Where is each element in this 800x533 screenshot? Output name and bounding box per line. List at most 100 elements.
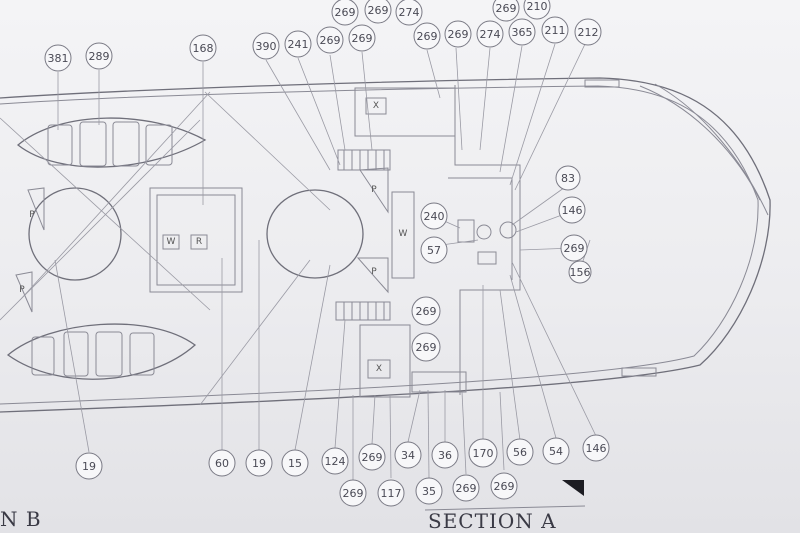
callout-c269a: 269 xyxy=(316,26,344,54)
callout-c211: 211 xyxy=(541,16,569,44)
callout-c269m: 269 xyxy=(452,474,480,502)
callout-circle xyxy=(523,0,551,20)
callout-c269c: 269 xyxy=(331,0,359,26)
callout-number: 212 xyxy=(578,26,599,39)
door-markers: P P P P xyxy=(15,167,389,313)
callout-c269j: 269 xyxy=(411,332,441,362)
callout-circle xyxy=(506,438,534,466)
callout-c56: 56 xyxy=(506,438,534,466)
callout-circle xyxy=(444,20,472,48)
callout-number: 210 xyxy=(527,0,548,13)
callout-circle xyxy=(468,438,498,468)
callout-number: 269 xyxy=(564,242,585,255)
callout-circle xyxy=(208,449,236,477)
door-p-1: P xyxy=(29,210,35,220)
callout-number: 269 xyxy=(343,487,364,500)
callout-c269g: 269 xyxy=(492,0,520,22)
callout-number: 168 xyxy=(193,42,214,55)
callout-c156: 156 xyxy=(568,260,592,284)
callout-number: 269 xyxy=(320,34,341,47)
callout-circle xyxy=(492,0,520,22)
callout-c15: 15 xyxy=(281,449,309,477)
callout-number: 269 xyxy=(362,451,383,464)
callout-c269n: 269 xyxy=(490,472,518,500)
callout-c60: 60 xyxy=(208,449,236,477)
callout-number: 156 xyxy=(570,266,591,279)
callout-circle xyxy=(364,0,392,24)
callout-circle xyxy=(411,296,441,326)
callout-c269f: 269 xyxy=(444,20,472,48)
callout-circle xyxy=(281,449,309,477)
callout-circle xyxy=(560,234,588,262)
callout-c36: 36 xyxy=(431,441,459,469)
section-b-label: N B xyxy=(0,507,42,531)
callout-number: 15 xyxy=(288,457,302,470)
door-p-2: P xyxy=(19,285,25,295)
callout-c19b: 19 xyxy=(245,449,273,477)
leader-lines xyxy=(54,41,597,480)
callout-c241: 241 xyxy=(284,30,312,58)
callout-c269d: 269 xyxy=(364,0,392,24)
callout-circle xyxy=(415,477,443,505)
callout-c146a: 146 xyxy=(558,196,586,224)
callout-c57: 57 xyxy=(420,236,448,264)
callout-circle xyxy=(394,441,422,469)
callout-c124: 124 xyxy=(321,447,349,475)
callout-number: 19 xyxy=(252,457,266,470)
callout-number: 269 xyxy=(335,6,356,19)
callout-number: 269 xyxy=(416,305,437,318)
callout-number: 269 xyxy=(368,4,389,17)
callout-number: 146 xyxy=(586,442,607,455)
callout-circle xyxy=(339,479,367,507)
callout-c269e: 269 xyxy=(413,22,441,50)
callout-circle xyxy=(574,18,602,46)
wall-letter-w: W xyxy=(399,229,408,239)
callout-c269l: 269 xyxy=(339,479,367,507)
callout-circle xyxy=(377,479,405,507)
callout-circle xyxy=(331,0,359,26)
callout-circle xyxy=(541,16,569,44)
callout-number: 36 xyxy=(438,449,452,462)
callout-number: 35 xyxy=(422,485,436,498)
callout-circle xyxy=(358,443,386,471)
callout-number: 390 xyxy=(256,40,277,53)
hatch-letter-w: W xyxy=(167,237,176,247)
cargo-hatch: W R xyxy=(149,187,243,293)
callout-c117: 117 xyxy=(377,479,405,507)
callout-number: 211 xyxy=(545,24,566,37)
callout-c240: 240 xyxy=(420,202,448,230)
callout-number: 241 xyxy=(288,38,309,51)
callout-c35: 35 xyxy=(415,477,443,505)
callout-circle xyxy=(568,260,592,284)
callout-c212: 212 xyxy=(574,18,602,46)
callout-circle xyxy=(582,434,610,462)
callout-c269i: 269 xyxy=(411,296,441,326)
callout-number: 60 xyxy=(215,457,229,470)
mast-dome-center xyxy=(266,189,364,279)
callout-number: 269 xyxy=(456,482,477,495)
callout-circle xyxy=(316,26,344,54)
callout-circle xyxy=(348,24,376,52)
callout-c269h: 269 xyxy=(560,234,588,262)
callout-c381: 381 xyxy=(44,44,72,72)
door-p-3: P xyxy=(371,185,377,195)
callout-c365: 365 xyxy=(508,18,536,46)
callout-c269k: 269 xyxy=(358,443,386,471)
callout-number: 269 xyxy=(352,32,373,45)
callout-circle xyxy=(542,437,570,465)
callout-c19a: 19 xyxy=(75,452,103,480)
callout-number: 56 xyxy=(513,446,527,459)
door-p-4: P xyxy=(371,267,377,277)
callout-circle xyxy=(321,447,349,475)
callout-number: 381 xyxy=(48,52,69,65)
callout-number: 170 xyxy=(473,447,494,460)
section-arrow xyxy=(562,480,584,496)
callout-c146b: 146 xyxy=(582,434,610,462)
callout-c54: 54 xyxy=(542,437,570,465)
callout-circle xyxy=(490,472,518,500)
callout-circle xyxy=(245,449,273,477)
callout-circle xyxy=(558,196,586,224)
callout-c170: 170 xyxy=(468,438,498,468)
